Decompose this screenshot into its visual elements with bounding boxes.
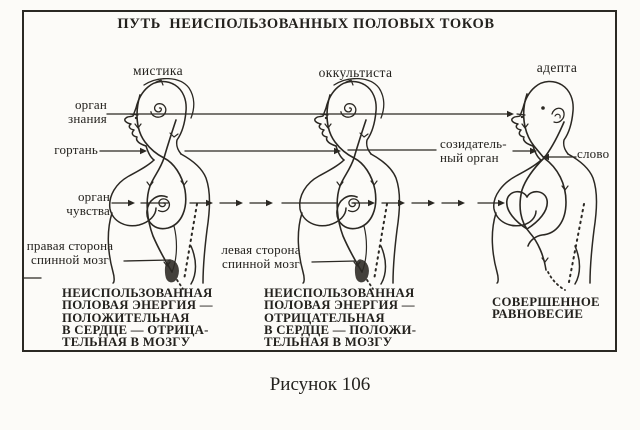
label-word: слово xyxy=(577,146,610,161)
figure-caption: Рисунок 106 xyxy=(269,374,371,395)
diagram-title: ПУТЬ НЕИСПОЛЬЗОВАННЫХ ПОЛОВЫХ ТОКОВ xyxy=(117,16,495,32)
label-organ-of-knowledge: орган знания xyxy=(68,97,107,126)
column-header-occultist: оккультиста xyxy=(318,65,393,80)
footer-mystic: НЕИСПОЛЬЗОВАННАЯ ПОЛОВАЯ ЭНЕРГИЯ — ПОЛОЖ… xyxy=(62,286,213,350)
diagram-border xyxy=(22,10,617,352)
label-right-side-spinal-cord: правая сторона спинной мозг xyxy=(26,238,114,267)
label-creative-organ: созидатель- ный орган xyxy=(440,136,507,165)
label-larynx: гортань xyxy=(54,142,98,157)
label-left-side-spinal-cord: левая сторона спинной мозг xyxy=(221,242,301,271)
column-header-adept: адепта xyxy=(536,60,578,75)
column-header-mystic: мистика xyxy=(132,63,184,78)
footer-occultist: НЕИСПОЛЬЗОВАННАЯ ПОЛОВАЯ ЭНЕРГИЯ — ОТРИЦ… xyxy=(264,286,417,350)
footer-adept: СОВЕРШЕННОЕ РАВНОВЕСИЕ xyxy=(492,295,600,322)
label-organ-of-feeling: орган чувства xyxy=(66,189,110,218)
